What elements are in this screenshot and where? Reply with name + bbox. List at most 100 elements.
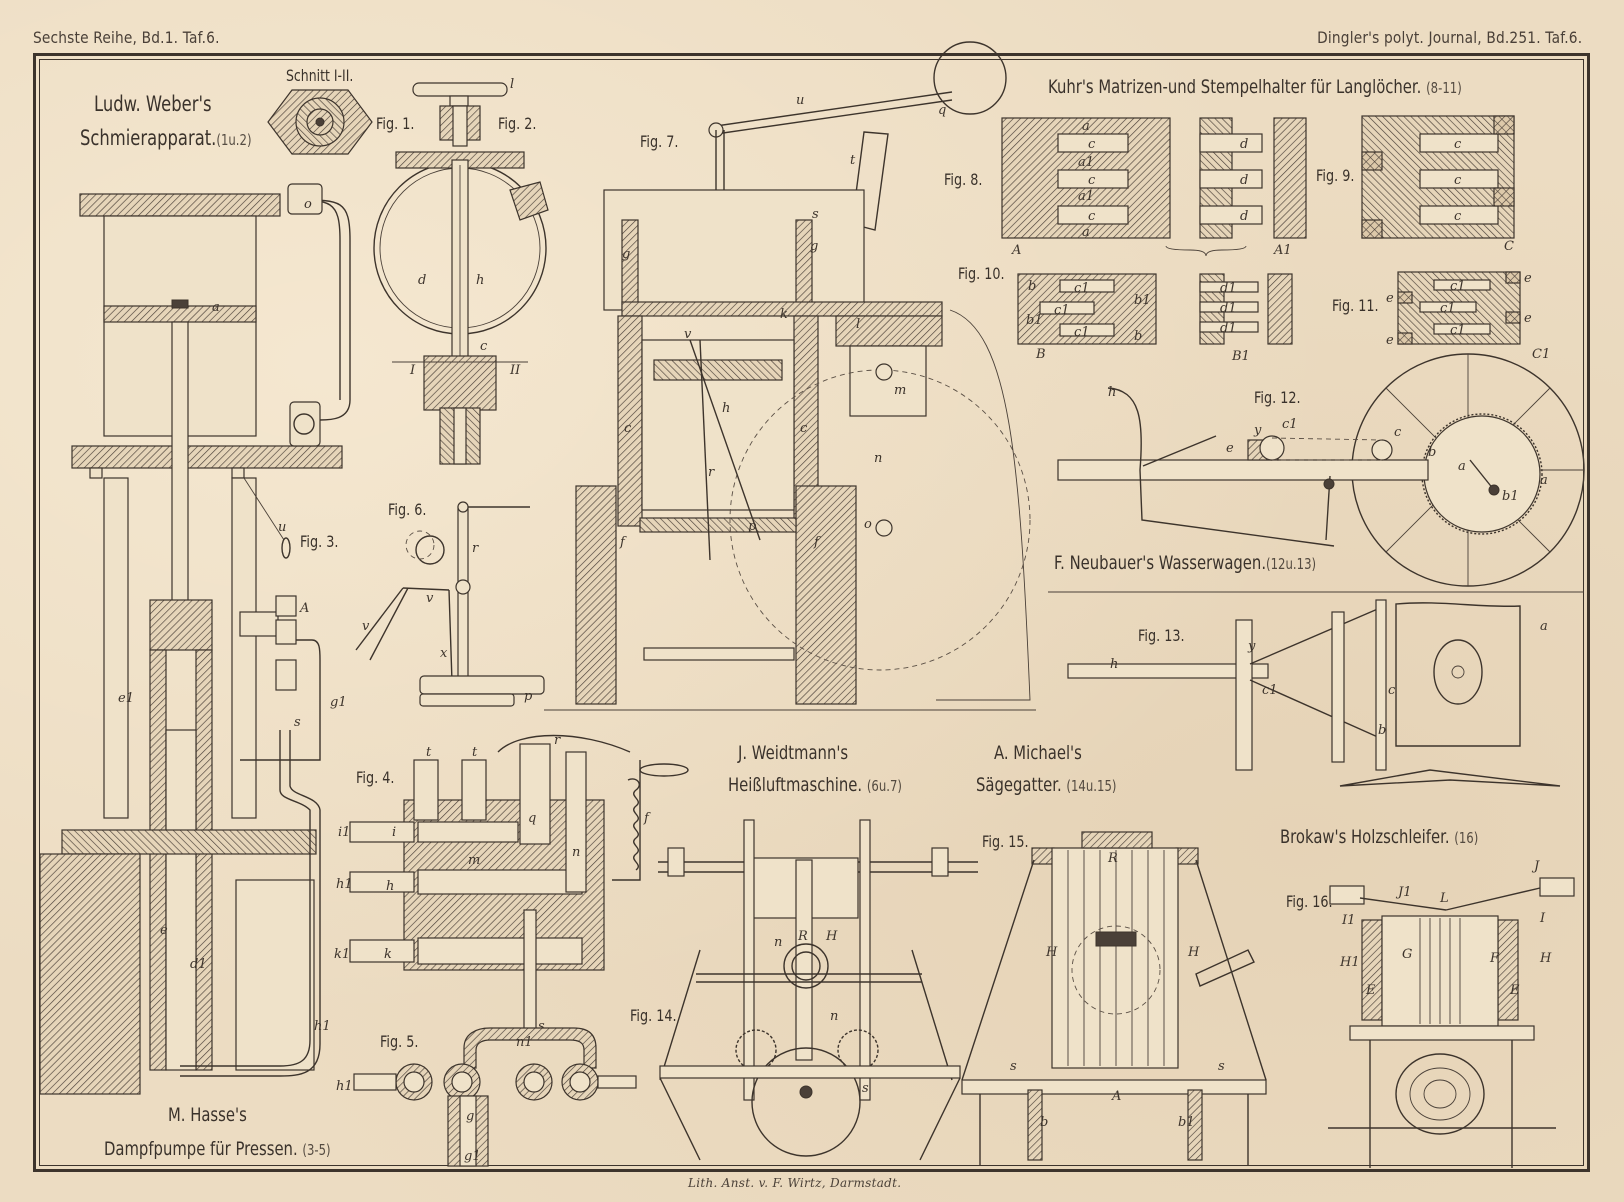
svg-text:y: y bbox=[1247, 639, 1256, 654]
svg-text:k: k bbox=[780, 307, 788, 322]
svg-text:d1: d1 bbox=[190, 957, 207, 972]
svg-text:G: G bbox=[1402, 947, 1412, 962]
svg-text:c: c bbox=[1454, 209, 1462, 224]
svg-text:c1: c1 bbox=[1282, 417, 1298, 432]
fig2-lubricator: l d h c I II bbox=[373, 77, 549, 465]
figure-label-1: Fig. 1. bbox=[376, 114, 415, 133]
svg-text:a: a bbox=[1540, 619, 1548, 634]
caption-schnitt: Schnitt I-II. bbox=[286, 66, 354, 85]
caption-michael-figs: (14u.15) bbox=[1066, 777, 1117, 795]
svg-text:h: h bbox=[386, 879, 394, 894]
figure-label-10: Fig. 10. bbox=[958, 264, 1005, 283]
caption-kuhr-title: Kuhr's Matrizen-und Stempelhalter für La… bbox=[1048, 76, 1422, 98]
svg-text:r: r bbox=[472, 541, 479, 556]
caption-michael-title: A. Michael's bbox=[994, 742, 1082, 764]
svg-text:b: b bbox=[1378, 723, 1386, 738]
svg-text:m: m bbox=[894, 383, 906, 398]
svg-text:m: m bbox=[468, 853, 480, 868]
caption-brokaw-title: Brokaw's Holzschleifer. bbox=[1280, 826, 1450, 848]
fig12-water-cart: h c1 y e c b a b1 a bbox=[1057, 353, 1585, 587]
svg-text:l: l bbox=[856, 317, 860, 332]
svg-text:i: i bbox=[392, 825, 396, 840]
svg-text:s: s bbox=[1218, 1059, 1225, 1074]
svg-text:c: c bbox=[1088, 137, 1096, 152]
svg-text:s: s bbox=[812, 207, 819, 222]
svg-text:c: c bbox=[1454, 173, 1462, 188]
svg-text:e: e bbox=[1386, 333, 1394, 348]
svg-text:b: b bbox=[1428, 445, 1436, 460]
svg-text:a1: a1 bbox=[1078, 155, 1094, 170]
svg-text:r: r bbox=[708, 465, 715, 480]
svg-text:u: u bbox=[796, 93, 804, 108]
svg-text:h1: h1 bbox=[336, 1079, 353, 1094]
caption-neubauer-title: F. Neubauer's Wasserwagen. bbox=[1054, 552, 1267, 574]
svg-text:d: d bbox=[1240, 173, 1248, 188]
svg-text:e1: e1 bbox=[118, 691, 134, 706]
svg-text:c: c bbox=[624, 421, 632, 436]
svg-text:a: a bbox=[1540, 473, 1548, 488]
caption-weber-figs: (1u.2) bbox=[216, 131, 252, 149]
svg-text:H1: H1 bbox=[1339, 955, 1360, 970]
fig3-steam-pump: a o u A s g1 e1 e d1 h1 bbox=[39, 183, 351, 1095]
svg-text:h: h bbox=[476, 273, 484, 288]
svg-text:i1: i1 bbox=[338, 825, 350, 840]
caption-weber-subtitle: Schmierapparat.(1u.2) bbox=[80, 126, 252, 150]
figure-label-5: Fig. 5. bbox=[380, 1032, 419, 1051]
svg-text:c1: c1 bbox=[1074, 281, 1090, 296]
svg-text:n: n bbox=[874, 451, 882, 466]
svg-text:d: d bbox=[1240, 209, 1248, 224]
svg-text:A: A bbox=[1111, 1089, 1121, 1104]
svg-text:b1: b1 bbox=[1502, 489, 1519, 504]
svg-text:a: a bbox=[212, 300, 220, 315]
svg-text:a1: a1 bbox=[1078, 189, 1094, 204]
caption-hasse-title: M. Hasse's bbox=[168, 1104, 247, 1126]
caption-kuhr: Kuhr's Matrizen-und Stempelhalter für La… bbox=[1048, 76, 1462, 98]
svg-text:p: p bbox=[524, 689, 533, 704]
svg-text:b1: b1 bbox=[1026, 313, 1043, 328]
caption-hasse-figs: (3-5) bbox=[302, 1141, 331, 1159]
svg-text:B1: B1 bbox=[1231, 349, 1250, 364]
figure-label-13: Fig. 13. bbox=[1138, 626, 1185, 645]
fig8-die-holder: a c a1 c a1 c a A d d d A1 bbox=[1001, 117, 1307, 258]
svg-text:H: H bbox=[1539, 951, 1552, 966]
svg-text:c1: c1 bbox=[1054, 303, 1070, 318]
svg-text:H: H bbox=[825, 929, 838, 944]
fig7-hot-air-engine: u q t s g g k l m v h r c c n f f o p bbox=[544, 41, 1036, 711]
svg-text:c1: c1 bbox=[1450, 323, 1466, 338]
svg-text:b: b bbox=[1028, 279, 1036, 294]
svg-text:t: t bbox=[426, 745, 432, 760]
figure-label-14: Fig. 14. bbox=[630, 1006, 677, 1025]
svg-text:a: a bbox=[1082, 225, 1090, 240]
svg-text:k: k bbox=[384, 947, 392, 962]
svg-text:c: c bbox=[1088, 173, 1096, 188]
figure-label-9: Fig. 9. bbox=[1316, 166, 1355, 185]
svg-text:f: f bbox=[619, 535, 627, 550]
svg-text:c: c bbox=[1088, 209, 1096, 224]
svg-text:h1: h1 bbox=[314, 1019, 331, 1034]
svg-text:s: s bbox=[862, 1081, 869, 1096]
svg-text:t: t bbox=[850, 153, 856, 168]
svg-text:J1: J1 bbox=[1395, 885, 1411, 900]
svg-text:q: q bbox=[528, 811, 536, 826]
svg-text:f: f bbox=[813, 535, 821, 550]
caption-michael-subtitle: Sägegatter. bbox=[976, 774, 1062, 796]
figure-label-7: Fig. 7. bbox=[640, 132, 679, 151]
fig14-sawmill: R H n n s bbox=[658, 819, 978, 1161]
caption-michael: Sägegatter. (14u.15) bbox=[976, 774, 1116, 796]
figure-label-11: Fig. 11. bbox=[1332, 296, 1379, 315]
svg-text:E: E bbox=[1365, 983, 1376, 998]
svg-text:C: C bbox=[1504, 239, 1514, 254]
fig9-die-holder: c c c C bbox=[1361, 115, 1515, 254]
fig6-linkage: r v v x p bbox=[355, 501, 545, 707]
svg-text:I: I bbox=[409, 363, 416, 378]
fig4-valve-chest: t t r q f i h m n k i1 h1 k1 s bbox=[334, 733, 689, 1034]
svg-text:n: n bbox=[830, 1009, 838, 1024]
svg-text:H: H bbox=[1045, 945, 1058, 960]
svg-text:g: g bbox=[622, 247, 630, 262]
caption-neubauer-figs: (12u.13) bbox=[1266, 555, 1317, 573]
svg-text:g: g bbox=[810, 239, 818, 254]
svg-text:A: A bbox=[299, 601, 309, 616]
svg-text:I1: I1 bbox=[1341, 913, 1355, 928]
svg-text:c: c bbox=[1388, 683, 1396, 698]
fig13-water-cart-plan: h y c1 c b a bbox=[1067, 599, 1561, 787]
